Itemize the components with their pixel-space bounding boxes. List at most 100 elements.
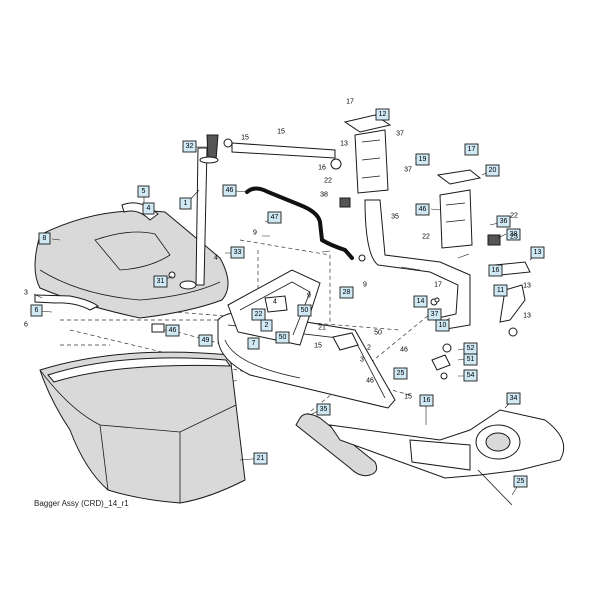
svg-text:35: 35 [320,406,328,413]
svg-text:4: 4 [147,205,151,212]
svg-text:23: 23 [510,234,518,241]
svg-text:25: 25 [517,478,525,485]
callout-49: 50 [275,331,290,344]
svg-text:16: 16 [423,397,431,404]
grass-bag [39,351,246,504]
callout-34: 35 [316,403,331,416]
callout-21: 21 [253,452,268,465]
callout-20: 20 [485,164,500,177]
svg-text:9: 9 [253,230,257,237]
callout-7: 7 [247,337,260,350]
callout-19: 19 [415,153,430,166]
svg-text:15: 15 [404,394,412,401]
svg-text:37: 37 [431,311,439,318]
svg-text:2: 2 [265,322,269,329]
callout-16: 16 [488,264,503,277]
svg-text:13: 13 [340,141,348,148]
callout-43: 46 [165,324,180,337]
svg-text:20: 20 [489,167,497,174]
svg-text:47: 47 [271,214,279,221]
svg-text:15: 15 [277,129,285,136]
svg-text:28: 28 [343,289,351,296]
svg-text:46: 46 [226,187,234,194]
callout-14: 14 [413,295,428,308]
svg-text:49: 49 [202,337,210,344]
svg-text:22: 22 [255,311,263,318]
svg-text:17: 17 [346,99,354,106]
svg-text:2: 2 [367,345,371,352]
callout-6: 6 [30,304,43,317]
callout-41: 46 [415,203,430,216]
svg-text:33: 33 [234,249,242,256]
svg-text:5: 5 [142,188,146,195]
svg-text:6: 6 [35,307,39,314]
callout-35: 36 [496,215,511,228]
svg-text:19: 19 [419,156,427,163]
bent-rod [245,186,354,260]
svg-text:3: 3 [24,290,28,297]
callout-37: 38 [506,228,521,241]
callout-15: 16 [419,394,434,407]
svg-text:9: 9 [307,293,311,300]
svg-text:22: 22 [510,213,518,220]
callout-32: 33 [230,246,245,259]
svg-text:35: 35 [391,214,399,221]
svg-text:38: 38 [510,231,518,238]
svg-text:46: 46 [400,347,408,354]
svg-text:6: 6 [24,322,28,329]
svg-text:31: 31 [157,278,165,285]
callout-4: 4 [142,202,155,215]
svg-text:4: 4 [273,299,277,306]
svg-text:54: 54 [467,372,475,379]
callout-39: 46 [222,184,237,197]
svg-text:38: 38 [320,192,328,199]
parts-artwork [34,114,565,506]
callout-25-bottom: 25 [513,475,528,488]
tube [295,413,378,477]
callout-31: 31 [153,275,168,288]
callout-33: 34 [506,392,521,405]
callout-10: 10 [435,319,450,332]
callout-47: 49 [198,334,213,347]
callout-22: 22 [251,308,266,321]
svg-text:8: 8 [43,235,47,242]
svg-text:50: 50 [279,334,287,341]
callout-1: 1 [179,197,192,210]
svg-text:9: 9 [363,282,367,289]
svg-text:16: 16 [318,165,326,172]
callout-46: 47 [267,211,282,224]
boxed-callouts: 32 46 5 4 1 8 47 33 31 6 46 28 22 2 50 7… [30,108,545,488]
callout-12: 12 [375,108,390,121]
callout-28: 32 [182,140,197,153]
svg-text:46: 46 [169,327,177,334]
svg-text:22: 22 [324,178,332,185]
svg-text:51: 51 [467,356,475,363]
svg-text:12: 12 [379,111,387,118]
svg-text:15: 15 [314,343,322,350]
diagram-caption: Bagger Assy (CRD)_14_r1 [34,499,129,508]
svg-text:4: 4 [214,255,218,262]
callout-25-mid: 25 [393,367,408,380]
callout-51: 51 [463,353,478,366]
callout-13: 13 [530,246,545,259]
svg-text:13: 13 [534,249,542,256]
svg-text:36: 36 [500,218,508,225]
svg-text:1: 1 [184,200,188,207]
svg-text:50: 50 [301,307,309,314]
svg-text:22: 22 [422,234,430,241]
svg-text:32: 32 [186,143,194,150]
callout-8: 8 [38,232,51,245]
svg-text:46: 46 [366,378,374,385]
callout-54: 54 [463,369,478,382]
callout-2: 2 [260,319,273,332]
svg-text:34: 34 [510,395,518,402]
svg-text:25: 25 [397,370,405,377]
callout-11: 11 [493,284,508,297]
svg-text:13: 13 [523,313,531,320]
callout-5: 5 [137,185,150,198]
svg-text:46: 46 [419,206,427,213]
plain-callouts: 17 15 15 37 13 16 37 22 38 35 22 22 23 9… [24,99,531,401]
callout-36: 37 [427,308,442,321]
svg-text:21: 21 [318,325,326,332]
